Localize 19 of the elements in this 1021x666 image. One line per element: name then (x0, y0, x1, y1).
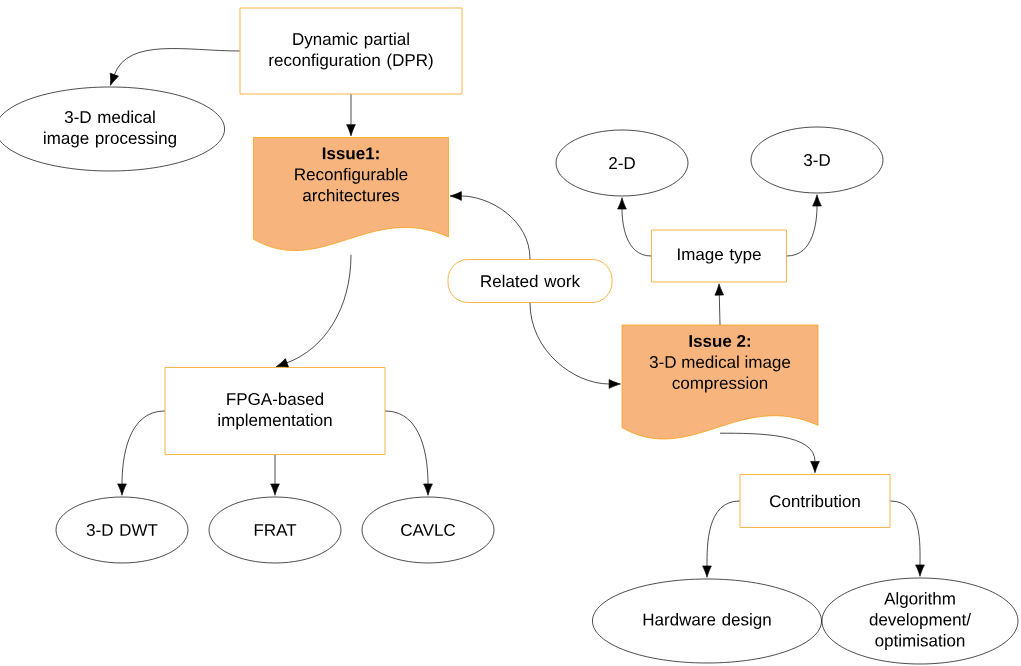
arrow (714, 283, 725, 326)
arrow (702, 500, 740, 578)
arrow (346, 94, 356, 137)
process-box: Dynamic partial reconfiguration (DPR) (239, 7, 463, 95)
arrow (890, 500, 925, 577)
rounded-box: Related work (447, 259, 613, 303)
arrow (275, 254, 352, 368)
arrow (385, 410, 433, 496)
arrow (786, 194, 822, 257)
process-box: Image type (651, 229, 787, 283)
arrow (719, 432, 820, 474)
arrow (617, 197, 652, 257)
arrow (449, 191, 531, 260)
process-box: FPGA-based implementation (164, 367, 386, 455)
arrow (529, 302, 621, 389)
arrow (117, 410, 165, 496)
process-box: Contribution (739, 474, 891, 528)
arrow (109, 48, 240, 86)
arrow (270, 454, 280, 496)
